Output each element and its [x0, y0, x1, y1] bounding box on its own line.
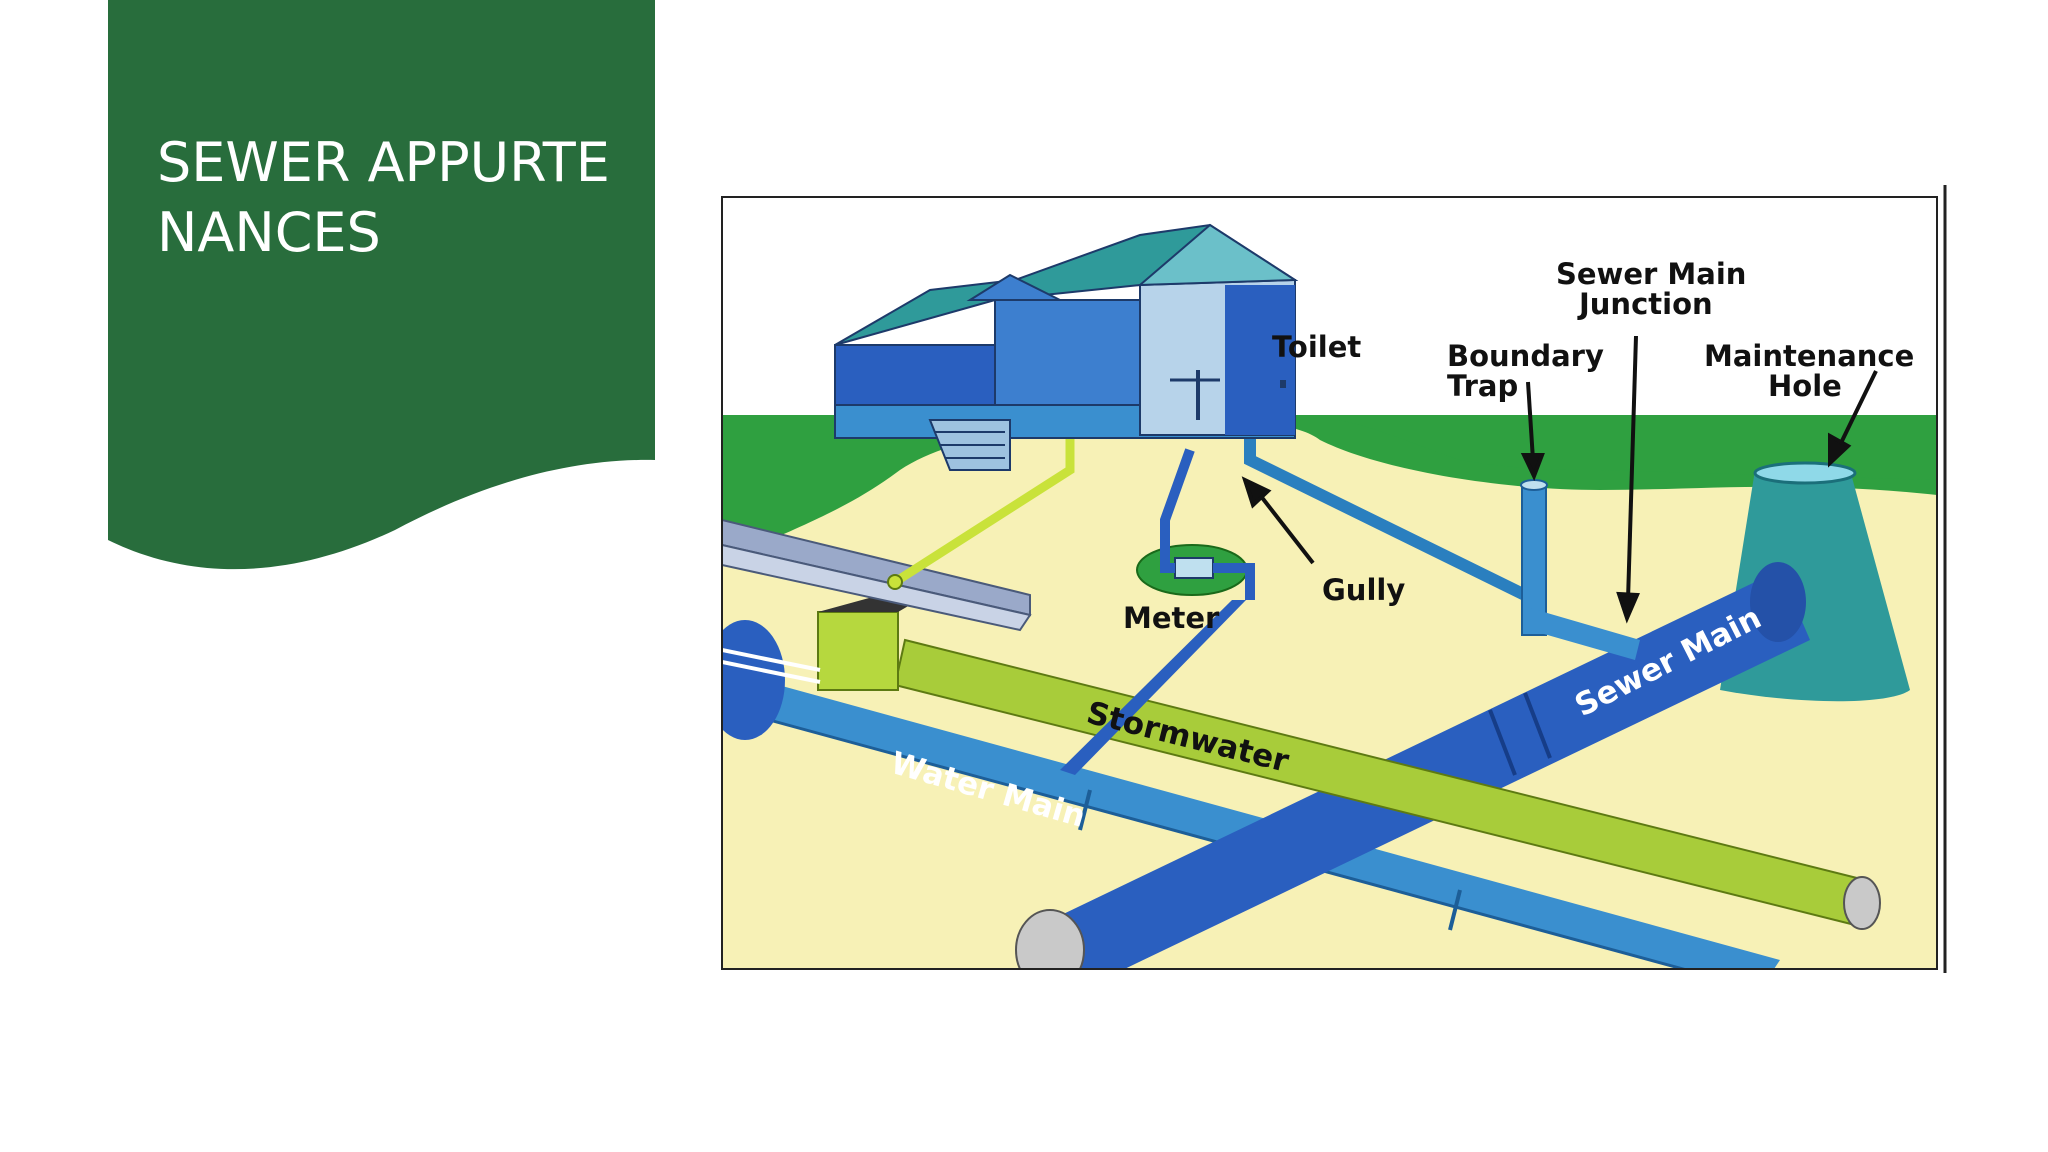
diagram-frame	[721, 196, 1938, 970]
label-gully: Gully	[1322, 573, 1405, 607]
house	[834, 223, 1299, 471]
label-sewer-main-junction-line2: Junction	[1577, 287, 1713, 321]
label-sewer-main-junction-line1: Sewer Main	[1556, 257, 1746, 291]
label-boundary-trap-line1: Boundary	[1447, 339, 1604, 373]
slide-title: SEWER APPURTENANCES	[157, 131, 610, 264]
label-meter: Meter	[1123, 601, 1220, 635]
label-toilet: Toilet	[1272, 330, 1361, 364]
label-boundary-trap-line2: Trap	[1447, 369, 1518, 403]
water-meter	[1136, 448, 1255, 600]
kerb	[722, 518, 1032, 632]
stormwater-pipe	[817, 595, 1881, 930]
label-maintenance-hole-line2: Hole	[1768, 369, 1842, 403]
label-maintenance-hole-line1: Maintenance	[1704, 339, 1914, 373]
